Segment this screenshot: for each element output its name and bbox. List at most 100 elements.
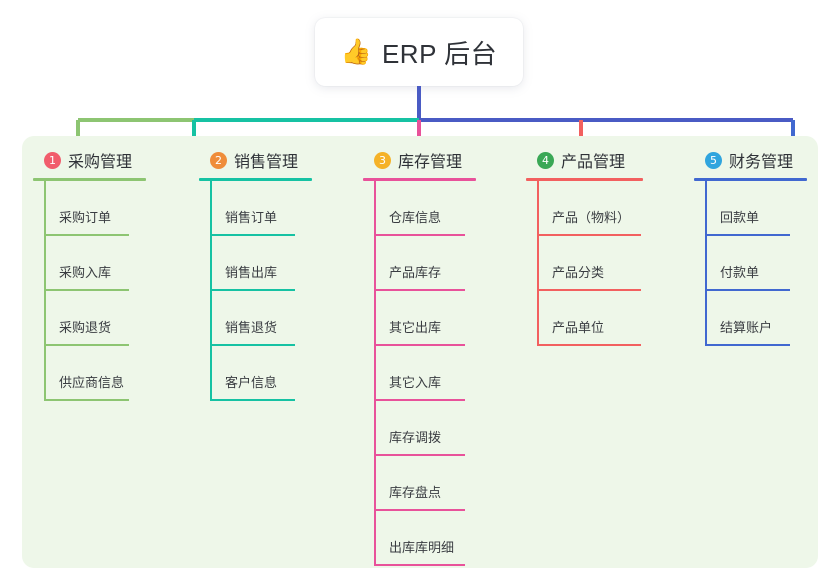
branch-title: 销售管理 [234,154,299,171]
branch-trunk [210,181,212,401]
leaf-node[interactable]: 结算账户 [694,291,807,346]
branch-column-product[interactable]: 4 产品管理产品（物料） 产品分类产品单位 [526,148,643,346]
leaf-label: 产品（物料） [552,210,631,225]
leaf-underline [705,234,790,236]
leaf-node[interactable]: 出库库明细 [363,511,476,566]
branch-trunk [705,181,707,346]
leaf-underline [374,289,465,291]
leaf-underline [374,564,465,566]
leaf-underline [374,399,465,401]
branch-underline [33,178,146,181]
branch-header-finance[interactable]: 5 财务管理 [694,148,807,172]
leaf-label: 产品单位 [552,320,605,335]
branch-items-product: 产品（物料） 产品分类产品单位 [526,181,643,346]
branch-number-badge: 1 [44,151,61,169]
branch-title: 库存管理 [398,154,463,171]
leaf-node[interactable]: 供应商信息 [33,346,146,401]
leaf-label: 产品分类 [552,265,605,280]
branch-title: 采购管理 [68,154,133,171]
leaf-node[interactable]: 采购退货 [33,291,146,346]
branch-underline [694,178,807,181]
leaf-node[interactable]: 产品单位 [526,291,643,346]
leaf-underline [44,289,129,291]
branch-header-inventory[interactable]: 3 库存管理 [363,148,476,172]
leaf-underline [44,399,129,401]
leaf-node[interactable]: 产品库存 [363,236,476,291]
leaf-label: 结算账户 [720,320,773,335]
branch-number-badge: 4 [537,151,554,169]
branch-panel [22,136,818,568]
leaf-node[interactable]: 回款单 [694,181,807,236]
leaf-label: 出库库明细 [389,540,455,555]
leaf-label: 供应商信息 [59,375,125,390]
leaf-node[interactable]: 采购入库 [33,236,146,291]
branch-column-finance[interactable]: 5 财务管理回款单付款单结算账户 [694,148,807,346]
branch-number-badge: 3 [374,151,391,169]
leaf-underline [210,234,295,236]
leaf-underline [537,234,641,236]
branch-trunk [374,181,376,566]
leaf-node[interactable]: 销售订单 [199,181,312,236]
leaf-underline [705,344,790,346]
branch-trunk [537,181,539,346]
leaf-label: 库存调拨 [389,430,442,445]
leaf-node[interactable]: 库存调拨 [363,401,476,456]
branch-underline [199,178,312,181]
branch-items-inventory: 仓库信息产品库存其它出库其它入库库存调拨库存盘点出库库明细 [363,181,476,566]
leaf-node[interactable]: 销售出库 [199,236,312,291]
leaf-node[interactable]: 其它出库 [363,291,476,346]
leaf-underline [210,289,295,291]
leaf-node[interactable]: 库存盘点 [363,456,476,511]
leaf-underline [705,289,790,291]
root-title: ERP 后台 [381,38,498,69]
leaf-underline [374,344,465,346]
leaf-node[interactable]: 销售退货 [199,291,312,346]
leaf-label: 回款单 [720,210,760,225]
leaf-label: 付款单 [720,265,760,280]
leaf-node[interactable]: 其它入库 [363,346,476,401]
branch-trunk [44,181,46,401]
leaf-underline [537,289,641,291]
branch-column-purchase[interactable]: 1 采购管理采购订单采购入库采购退货供应商信息 [33,148,146,401]
branch-title: 产品管理 [561,154,626,171]
leaf-label: 产品库存 [389,265,442,280]
leaf-label: 采购订单 [59,210,112,225]
leaf-label: 采购退货 [59,320,112,335]
leaf-label: 其它入库 [389,375,442,390]
thumbs-up-icon: 👍 [340,37,372,66]
leaf-label: 销售退货 [225,320,278,335]
leaf-node[interactable]: 产品（物料） [526,181,643,236]
leaf-underline [537,344,641,346]
branch-header-product[interactable]: 4 产品管理 [526,148,643,172]
branch-title: 财务管理 [729,154,794,171]
leaf-node[interactable]: 客户信息 [199,346,312,401]
leaf-node[interactable]: 仓库信息 [363,181,476,236]
leaf-node[interactable]: 产品分类 [526,236,643,291]
leaf-label: 客户信息 [225,375,278,390]
leaf-underline [210,399,295,401]
leaf-underline [374,454,465,456]
root-node[interactable]: 👍 ERP 后台 [315,18,523,86]
leaf-underline [374,509,465,511]
leaf-node[interactable]: 付款单 [694,236,807,291]
leaf-label: 销售出库 [225,265,278,280]
leaf-node[interactable]: 采购订单 [33,181,146,236]
branch-number-badge: 5 [705,151,722,169]
leaf-label: 仓库信息 [389,210,442,225]
leaf-underline [210,344,295,346]
leaf-label: 采购入库 [59,265,112,280]
branch-items-finance: 回款单付款单结算账户 [694,181,807,346]
leaf-underline [44,344,129,346]
leaf-underline [374,234,465,236]
branch-items-purchase: 采购订单采购入库采购退货供应商信息 [33,181,146,401]
leaf-label: 库存盘点 [389,485,442,500]
branch-underline [526,178,643,181]
branch-column-inventory[interactable]: 3 库存管理仓库信息产品库存其它出库其它入库库存调拨库存盘点出库库明细 [363,148,476,566]
leaf-label: 其它出库 [389,320,442,335]
branch-underline [363,178,476,181]
branch-items-sales: 销售订单销售出库销售退货客户信息 [199,181,312,401]
branch-header-purchase[interactable]: 1 采购管理 [33,148,146,172]
